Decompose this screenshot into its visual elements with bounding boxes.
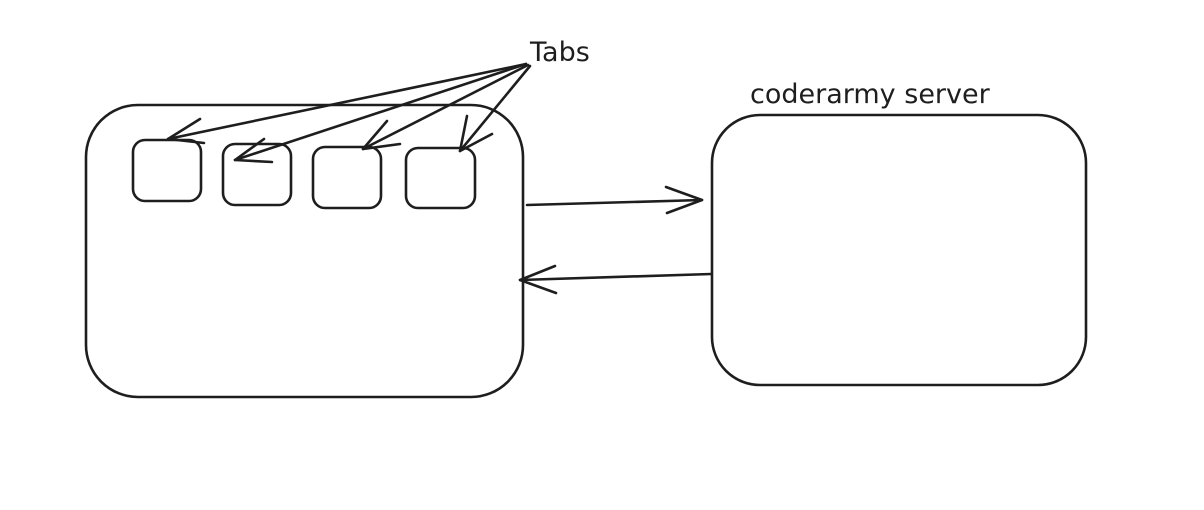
browser-box bbox=[84, 103, 525, 399]
request-arrow bbox=[525, 185, 704, 215]
tab-arrow-4 bbox=[458, 64, 532, 153]
tab-box-3 bbox=[311, 145, 383, 210]
server-label: coderarmy server bbox=[750, 79, 991, 110]
tab-box-1 bbox=[131, 138, 203, 203]
response-arrow bbox=[518, 264, 713, 295]
server-box bbox=[710, 113, 1088, 387]
tab-box-4 bbox=[404, 146, 477, 210]
tab-arrow-2 bbox=[233, 62, 528, 164]
tab-arrow-1 bbox=[166, 62, 528, 145]
tabs-label: Tabs bbox=[529, 37, 590, 68]
tab-arrow-3 bbox=[361, 63, 530, 151]
